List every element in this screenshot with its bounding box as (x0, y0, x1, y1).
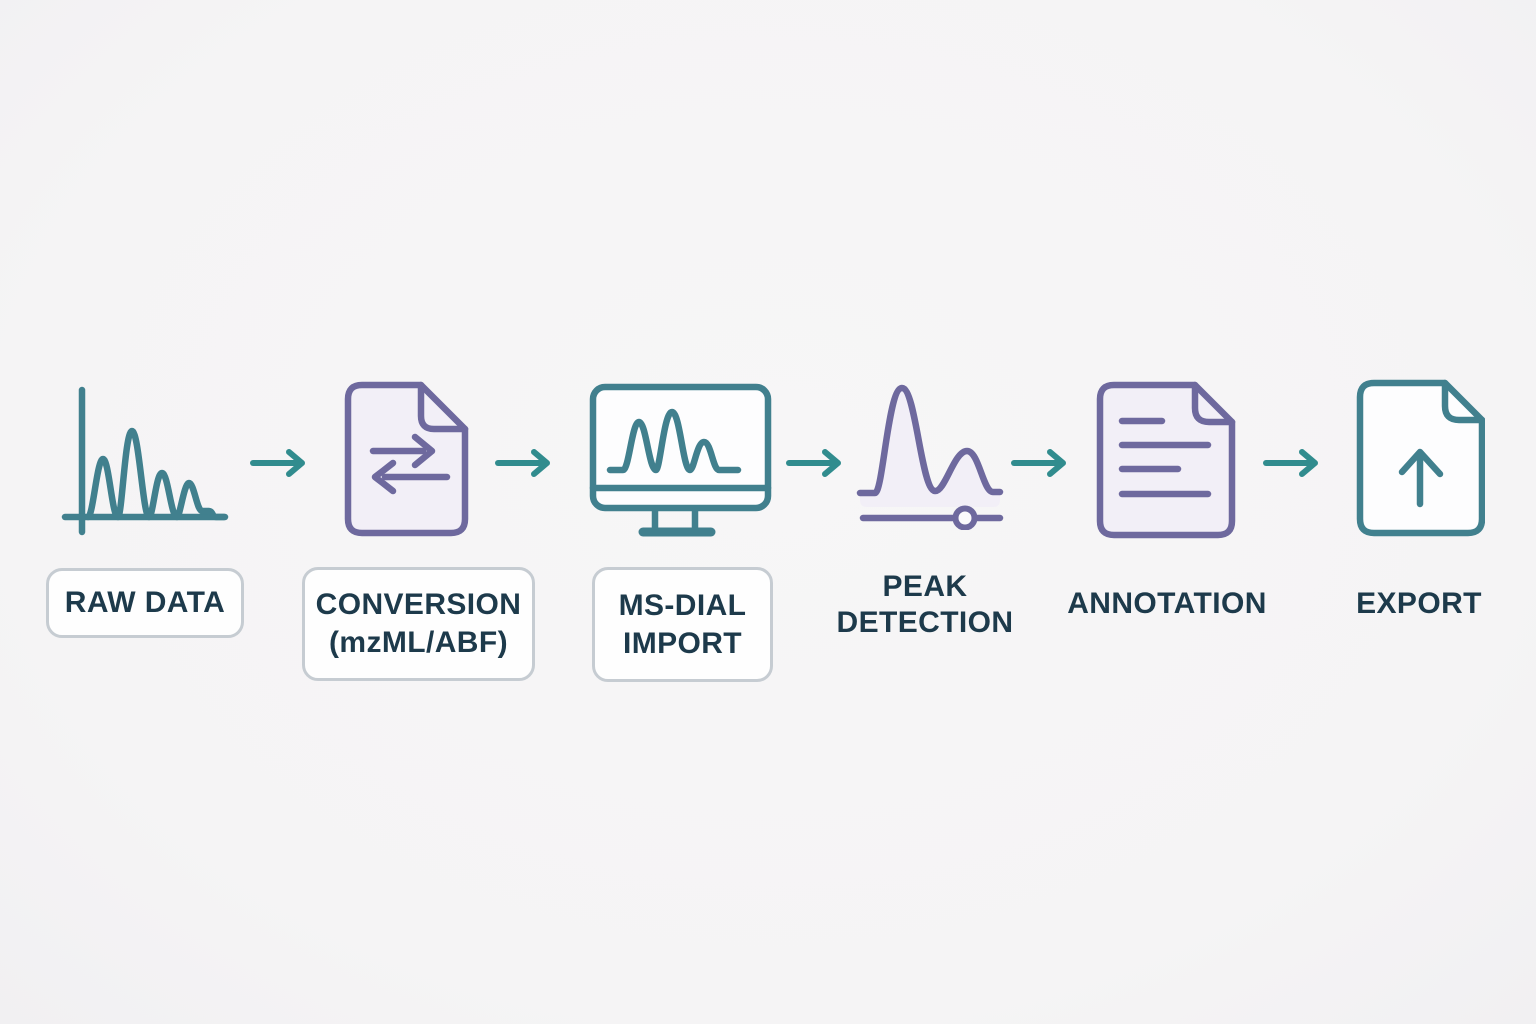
stage-label-line: MS-DIAL (618, 588, 747, 622)
stage-label-line: EXPORT (1356, 587, 1482, 620)
stage-label-conversion: CONVERSION (mzML/ABF) (302, 567, 535, 681)
flow-arrow-icon (1011, 449, 1066, 477)
stage-label-line: RAW DATA (64, 586, 226, 619)
stage-label-ms-dial-import: MS-DIAL IMPORT (592, 567, 773, 682)
stage-label-line: DETECTION (836, 606, 1014, 639)
stage-label-export: EXPORT (1339, 584, 1499, 624)
flow-arrow-icon (250, 449, 305, 477)
stage-label-raw-data: RAW DATA (46, 568, 244, 638)
stage-label-peak-detection: PEAK DETECTION (810, 567, 1040, 643)
peak-curve-slider-icon (856, 384, 1004, 530)
file-conversion-icon (344, 381, 469, 537)
stage-label-line: ANNOTATION (1067, 587, 1267, 620)
stage-label-line: PEAK (882, 570, 968, 603)
stage-label-line: (mzML/ABF) (329, 626, 508, 659)
annotated-document-icon (1096, 381, 1236, 539)
monitor-chromatogram-icon (589, 383, 772, 537)
flow-arrow-icon (1263, 449, 1318, 477)
file-export-icon (1356, 379, 1485, 537)
stage-label-line: CONVERSION (315, 588, 522, 621)
flow-arrow-icon (786, 449, 841, 477)
stage-label-line: IMPORT (622, 626, 743, 660)
chromatogram-icon (61, 386, 229, 536)
stage-label-annotation: ANNOTATION (1047, 584, 1287, 624)
flow-arrow-icon (495, 449, 550, 477)
